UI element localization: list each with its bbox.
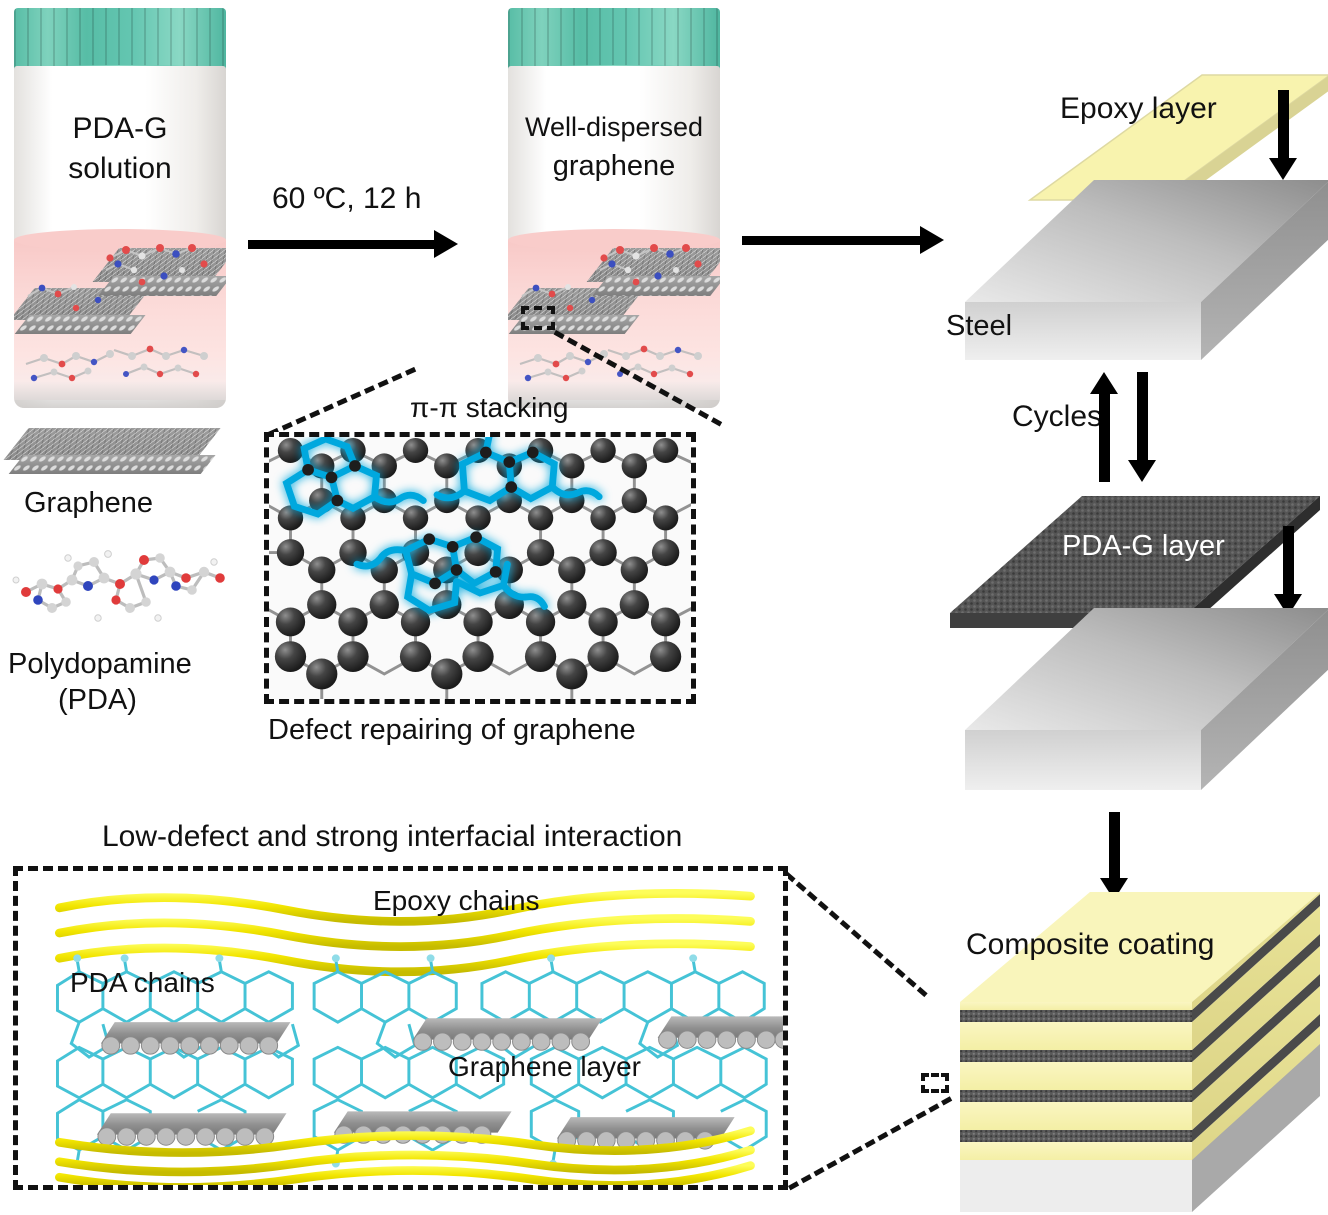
composite-coating-stack: Composite coating	[900, 890, 1328, 1215]
bottle-body: PDA-G solution	[14, 66, 226, 408]
legend-graphene-label: Graphene	[24, 487, 153, 519]
bottle2-label-line2: graphene	[552, 150, 676, 182]
inset-leader-line-left	[268, 366, 417, 437]
legend-pda-label-line1: Polydopamine	[8, 648, 192, 680]
pda-decoration-atoms	[521, 244, 702, 312]
dispersed-molecules-illustration	[519, 345, 702, 382]
pda-decoration-atoms	[27, 244, 208, 312]
interface-structure-illustration	[55, 888, 806, 1192]
bottle-cap-icon	[14, 8, 226, 75]
pda-g-solution-bottle: PDA-G solution	[14, 8, 226, 408]
reaction-condition-label: 60 ºC, 12 h	[272, 182, 422, 215]
pda-g-layer-label: PDA-G layer	[1062, 530, 1225, 562]
pda-chains-label: PDA chains	[70, 967, 215, 998]
zoom-region-marker	[521, 306, 555, 330]
cycles-label: Cycles	[1012, 400, 1103, 433]
dispersed-molecules-illustration	[25, 345, 208, 382]
legend-polydopamine-icon	[12, 550, 225, 622]
bottle1-label-line2: solution	[68, 152, 172, 185]
steel-substrate-middle	[910, 600, 1328, 800]
epoxy-chains-label: Epoxy chains	[373, 885, 540, 916]
bottle1-label-line1: PDA-G	[72, 112, 168, 145]
bottle2-label-line1: Well-dispersed	[524, 112, 704, 142]
bottle-cap-icon	[508, 8, 720, 75]
defect-repairing-label: Defect repairing of graphene	[268, 714, 636, 746]
bottle-body: Well-dispersed graphene	[508, 66, 720, 408]
graphene-layer-label: Graphene layer	[448, 1051, 642, 1082]
interface-inset-box: Epoxy chains PDA chains Graphene layer	[13, 866, 806, 1192]
bottle-bottom-shading	[508, 382, 720, 408]
epoxy-layer-label: Epoxy layer	[1060, 92, 1217, 125]
composite-zoom-marker	[921, 1073, 949, 1093]
composite-coating-label: Composite coating	[966, 928, 1215, 961]
legend-pda-label-line2: (PDA)	[58, 684, 137, 716]
interface-inset-title: Low-defect and strong interfacial intera…	[102, 820, 683, 853]
bottle-bottom-shading	[14, 382, 226, 408]
graphene-lattice-illustration	[269, 437, 691, 699]
steel-substrate-top: Steel	[910, 172, 1328, 367]
pi-pi-stacking-label: π-π stacking	[410, 392, 569, 423]
steel-label: Steel	[946, 310, 1013, 342]
well-dispersed-graphene-bottle: Well-dispersed graphene	[508, 8, 720, 408]
legend-graphene-icon	[3, 428, 221, 474]
pi-pi-stacking-inset-box	[264, 432, 696, 704]
